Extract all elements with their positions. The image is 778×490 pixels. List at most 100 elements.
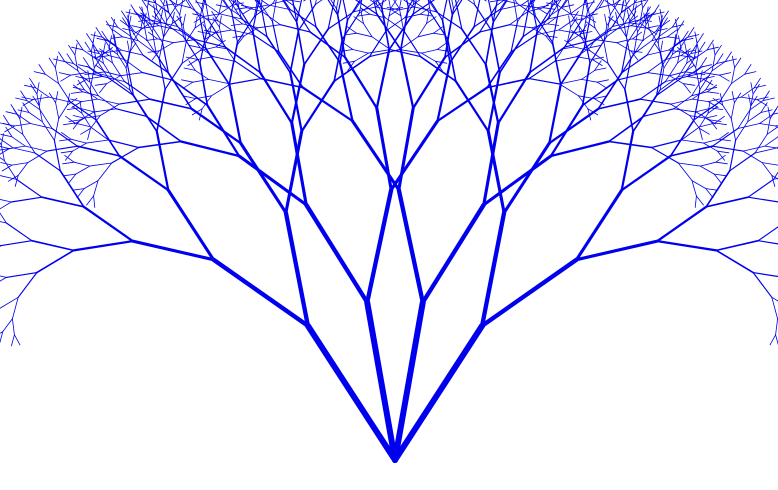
tree-branch-level-9 bbox=[75, 44, 77, 55]
tree-branch-level-9 bbox=[94, 196, 95, 208]
tree-branch-level-9 bbox=[640, 20, 651, 22]
tree-branch-level-9 bbox=[61, 151, 72, 153]
tree-branch-level-7 bbox=[0, 272, 6, 277]
tree-branch-level-9 bbox=[660, 9, 662, 20]
tree-branch-level-9 bbox=[61, 75, 71, 81]
tree-branch-level-9 bbox=[304, 0, 314, 1]
tree-branch-level-8 bbox=[15, 124, 31, 127]
tree-branch-level-7 bbox=[555, 57, 577, 62]
tree-branch-level-2 bbox=[482, 260, 576, 326]
tree-branch-level-5 bbox=[290, 31, 298, 73]
tree-branch-level-9 bbox=[719, 73, 730, 76]
tree-branch-level-7 bbox=[674, 96, 692, 109]
tree-branch-level-7 bbox=[182, 42, 186, 64]
tree-branch-level-5 bbox=[561, 49, 584, 85]
tree-branch-level-8 bbox=[3, 319, 13, 332]
tree-branch-level-9 bbox=[127, 41, 129, 52]
tree-branch-level-9 bbox=[699, 42, 705, 52]
tree-branch-level-8 bbox=[422, 53, 436, 61]
tree-branch-level-9 bbox=[605, 14, 607, 25]
tree-branch-level-4 bbox=[157, 132, 168, 191]
tree-branch-level-8 bbox=[762, 163, 778, 166]
tree-branch-level-9 bbox=[696, 196, 703, 205]
tree-branch-level-8 bbox=[207, 5, 220, 14]
tree-branch-level-7 bbox=[86, 140, 108, 143]
tree-branch-level-9 bbox=[626, 0, 632, 5]
tree-branch-level-2 bbox=[367, 190, 391, 303]
tree-branch-level-8 bbox=[627, 21, 630, 37]
tree-branch-level-8 bbox=[760, 124, 776, 127]
tree-branch-level-5 bbox=[32, 241, 74, 251]
tree-branch-level-9 bbox=[713, 44, 715, 55]
tree-branch-level-7 bbox=[121, 50, 143, 55]
tree-branch-level-9 bbox=[719, 75, 729, 81]
tree-branch-level-8 bbox=[760, 114, 773, 123]
tree-branch-level-8 bbox=[731, 103, 734, 119]
tree-branch-level-9 bbox=[100, 84, 107, 93]
tree-branch-level-9 bbox=[667, 37, 678, 39]
tree-branch-level-8 bbox=[193, 79, 209, 82]
tree-branch-level-7 bbox=[647, 73, 669, 76]
tree-branch-level-3 bbox=[241, 143, 286, 213]
tree-branch-level-8 bbox=[422, 50, 438, 54]
tree-branch-level-7 bbox=[604, 42, 608, 64]
tree-branch-level-4 bbox=[413, 57, 445, 108]
tree-branch-level-4 bbox=[192, 109, 241, 143]
tree-branch-level-9 bbox=[146, 39, 157, 41]
tree-branch-level-7 bbox=[0, 197, 11, 202]
tree-branch-level-7 bbox=[103, 77, 125, 82]
tree-branch-level-5 bbox=[421, 57, 456, 82]
tree-branch-level-7 bbox=[28, 151, 47, 163]
tree-branch-level-4 bbox=[340, 63, 353, 121]
tree-branch-level-7 bbox=[90, 163, 112, 166]
tree-branch-level-2 bbox=[399, 190, 423, 303]
tree-branch-level-4 bbox=[498, 72, 530, 123]
tree-branch-level-7 bbox=[121, 73, 143, 76]
tree-branch-level-7 bbox=[49, 97, 71, 102]
tree-branch-level-9 bbox=[73, 189, 84, 191]
tree-branch-level-9 bbox=[157, 0, 163, 5]
tree-branch-level-5 bbox=[37, 250, 74, 272]
tree-branch-level-9 bbox=[69, 174, 76, 183]
tree-branch-level-6 bbox=[758, 223, 778, 241]
tree-branch-level-5 bbox=[500, 37, 523, 73]
tree-branch-level-9 bbox=[706, 189, 713, 198]
tree-branch-level-6 bbox=[125, 82, 150, 100]
tree-branch-level-9 bbox=[188, 60, 198, 66]
tree-branch-level-5 bbox=[401, 7, 409, 49]
tree-branch-level-9 bbox=[714, 174, 726, 176]
tree-branch-level-9 bbox=[1, 134, 3, 145]
tree-branch-level-9 bbox=[237, 0, 239, 1]
tree-branch-level-3 bbox=[353, 121, 399, 190]
tree-branch-level-9 bbox=[73, 85, 82, 92]
tree-branch-level-7 bbox=[258, 25, 280, 28]
tree-branch-level-9 bbox=[64, 123, 75, 125]
tree-branch-level-6 bbox=[253, 35, 279, 52]
tree-branch-level-9 bbox=[569, 16, 571, 27]
tree-branch-level-9 bbox=[734, 93, 740, 103]
tree-branch-level-6 bbox=[321, 0, 338, 15]
tree-branch-level-7 bbox=[399, 9, 403, 31]
tree-branch-level-8 bbox=[76, 166, 90, 174]
tree-branch-level-9 bbox=[683, 84, 690, 93]
tree-branch-level-7 bbox=[177, 27, 195, 40]
tree-branch-level-8 bbox=[623, 5, 626, 21]
tree-branch-level-8 bbox=[640, 8, 643, 24]
tree-branch-level-9 bbox=[543, 8, 555, 10]
tree-branch-level-9 bbox=[706, 189, 717, 191]
tree-branch-level-7 bbox=[25, 146, 47, 151]
tree-branch-level-8 bbox=[696, 52, 699, 68]
tree-branch-level-8 bbox=[704, 73, 720, 76]
tree-branch-level-9 bbox=[139, 20, 150, 22]
tree-branch-level-6 bbox=[553, 12, 559, 42]
tree-branch-level-5 bbox=[225, 47, 260, 72]
tree-branch-level-4 bbox=[84, 207, 133, 241]
tree-branch-level-8 bbox=[160, 21, 163, 37]
tree-branch-level-7 bbox=[54, 119, 58, 141]
tree-branch-level-9 bbox=[732, 91, 734, 102]
tree-branch-level-7 bbox=[682, 140, 704, 143]
tree-branch-level-9 bbox=[1, 163, 12, 166]
tree-branch-level-6 bbox=[52, 129, 77, 147]
tree-branch-level-8 bbox=[29, 113, 42, 122]
